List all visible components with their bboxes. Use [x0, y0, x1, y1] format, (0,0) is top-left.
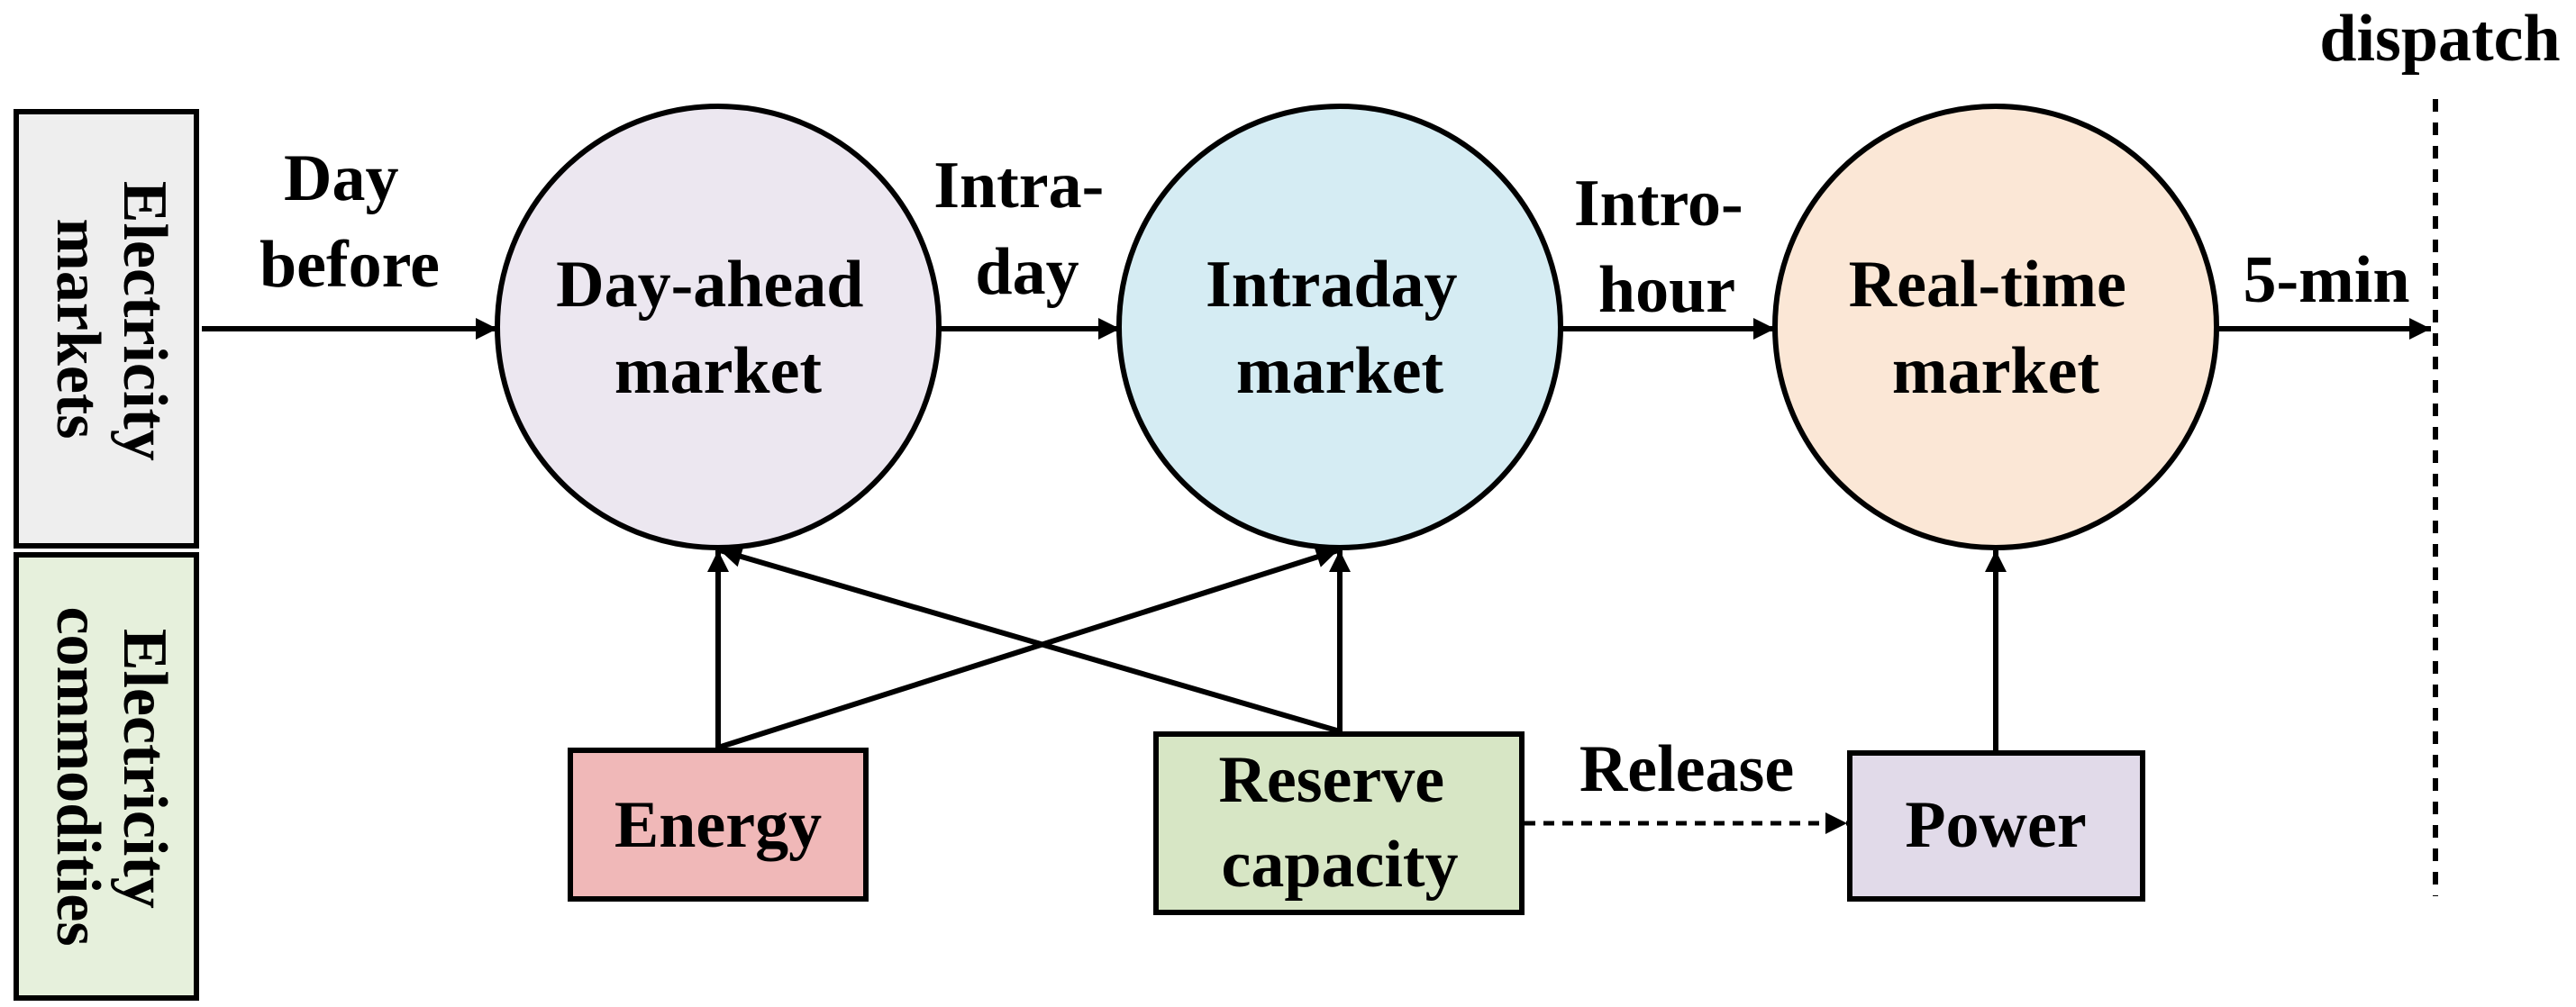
- intraday-label-2: market: [1236, 334, 1443, 408]
- reserve-label: Reserve: [1218, 743, 1444, 817]
- capacity-label: capacity: [1221, 828, 1458, 902]
- electricity-commodities-label-1: Electricity: [110, 629, 179, 909]
- electricity-markets-label-1: Electricity: [110, 181, 179, 461]
- electricity-markets-label-2: markets: [43, 219, 113, 440]
- svg-text:Real-time market: Real-time market: [1849, 248, 2144, 408]
- intraday-label: Intraday: [1206, 248, 1458, 322]
- intraday-market-node: Intraday market: [1116, 104, 1563, 550]
- day-ahead-label-2: market: [614, 334, 822, 408]
- energy-label: Energy: [614, 788, 822, 862]
- electricity-markets-box: Electricity markets: [14, 109, 199, 549]
- power-box: Power: [1847, 750, 2145, 902]
- svg-text:Reserve capacity: Reserve capacity: [1218, 743, 1461, 902]
- power-label: Power: [1905, 788, 2086, 862]
- label-dispatch: dispatch: [2319, 2, 2560, 76]
- day-ahead-label: Day-ahead: [556, 248, 863, 322]
- electricity-commodities-box: Electricity commodities: [14, 552, 199, 1001]
- label-day-before: Day before: [259, 141, 440, 302]
- svg-text:Electricity markets: Electricity markets: [43, 181, 179, 476]
- electricity-commodities-label-2: commodities: [43, 606, 113, 946]
- day-ahead-market-node: Day-ahead market: [495, 104, 942, 550]
- svg-text:Electricity commodities: Electricity commodities: [43, 606, 179, 946]
- label-five-min: 5-min: [2244, 243, 2410, 317]
- arrow-energy-to-intraday: [717, 546, 1339, 750]
- label-release: Release: [1579, 732, 1794, 806]
- energy-box: Energy: [568, 748, 869, 902]
- label-intra-day: Intra- day: [933, 149, 1121, 309]
- svg-text:Day-ahead market: Day-ahead market: [556, 248, 880, 408]
- svg-text:Intraday market: Intraday market: [1206, 248, 1474, 408]
- label-intro-hour: Intro- hour: [1574, 167, 1760, 327]
- real-time-label-2: market: [1892, 334, 2099, 408]
- reserve-capacity-box: Reserve capacity: [1153, 731, 1525, 915]
- arrow-reserve-to-day-ahead: [719, 546, 1341, 734]
- real-time-label: Real-time: [1849, 248, 2126, 322]
- real-time-market-node: Real-time market: [1772, 104, 2219, 550]
